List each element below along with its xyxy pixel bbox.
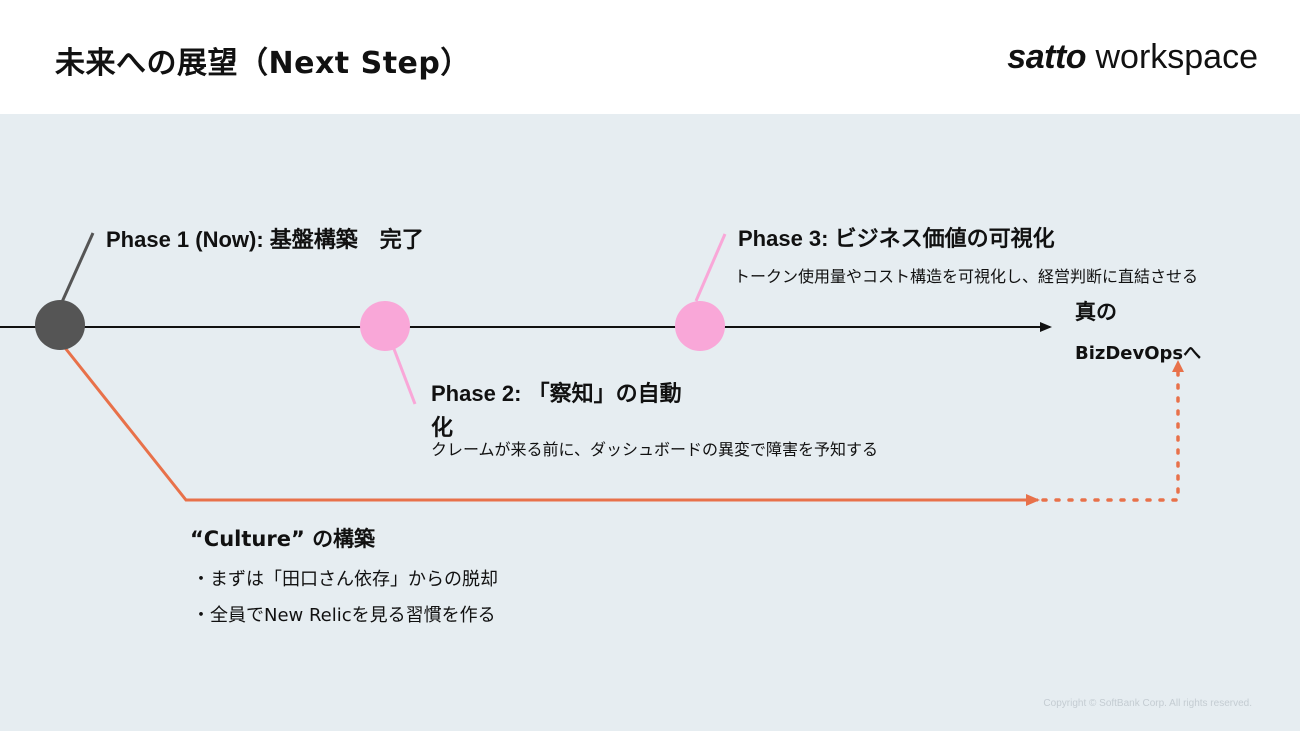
culture-goal-arrowhead	[1172, 360, 1184, 372]
phase2-title-line2: 化	[431, 415, 454, 440]
content-panel	[0, 114, 1300, 731]
phase1-title: Phase 1 (Now): 基盤構築 完了	[106, 227, 424, 252]
phase2-connector	[392, 348, 417, 405]
phase1-connector	[60, 232, 95, 303]
header: 未来への展望（Next Step） satto workspace	[0, 0, 1300, 114]
phase1-node	[35, 300, 85, 350]
phase3-title: Phase 3: ビジネス価値の可視化	[738, 226, 1055, 251]
copyright-text: Copyright © SoftBank Corp. All rights re…	[1043, 698, 1252, 709]
page-title: 未来への展望（Next Step）	[55, 46, 471, 81]
goal-label-line2: BizDevOpsへ	[1075, 343, 1202, 364]
brand-logo-bold: satto	[1007, 38, 1087, 76]
brand-logo: satto workspace	[1007, 38, 1258, 77]
culture-title: “Culture” の構築	[190, 527, 376, 551]
phase3-node	[675, 301, 725, 351]
culture-path	[60, 343, 1040, 506]
goal-label-line1: 真の	[1075, 300, 1117, 324]
culture-path-dotted	[1041, 368, 1180, 502]
phase3-description: トークン使用量やコスト構造を可視化し、経営判断に直結させる	[734, 267, 1199, 286]
phase2-title: Phase 2: 「察知」の自動	[431, 381, 682, 406]
phase3-connector	[694, 233, 727, 302]
culture-bullet: ・全員でNew Relicを見る習慣を作る	[192, 605, 496, 626]
culture-bullet: ・まずは「田口さん依存」からの脱却	[192, 569, 498, 590]
phase2-description: クレームが来る前に、ダッシュボードの異変で障害を予知する	[431, 440, 879, 459]
brand-logo-light: workspace	[1086, 38, 1258, 76]
phase2-node	[360, 301, 410, 351]
